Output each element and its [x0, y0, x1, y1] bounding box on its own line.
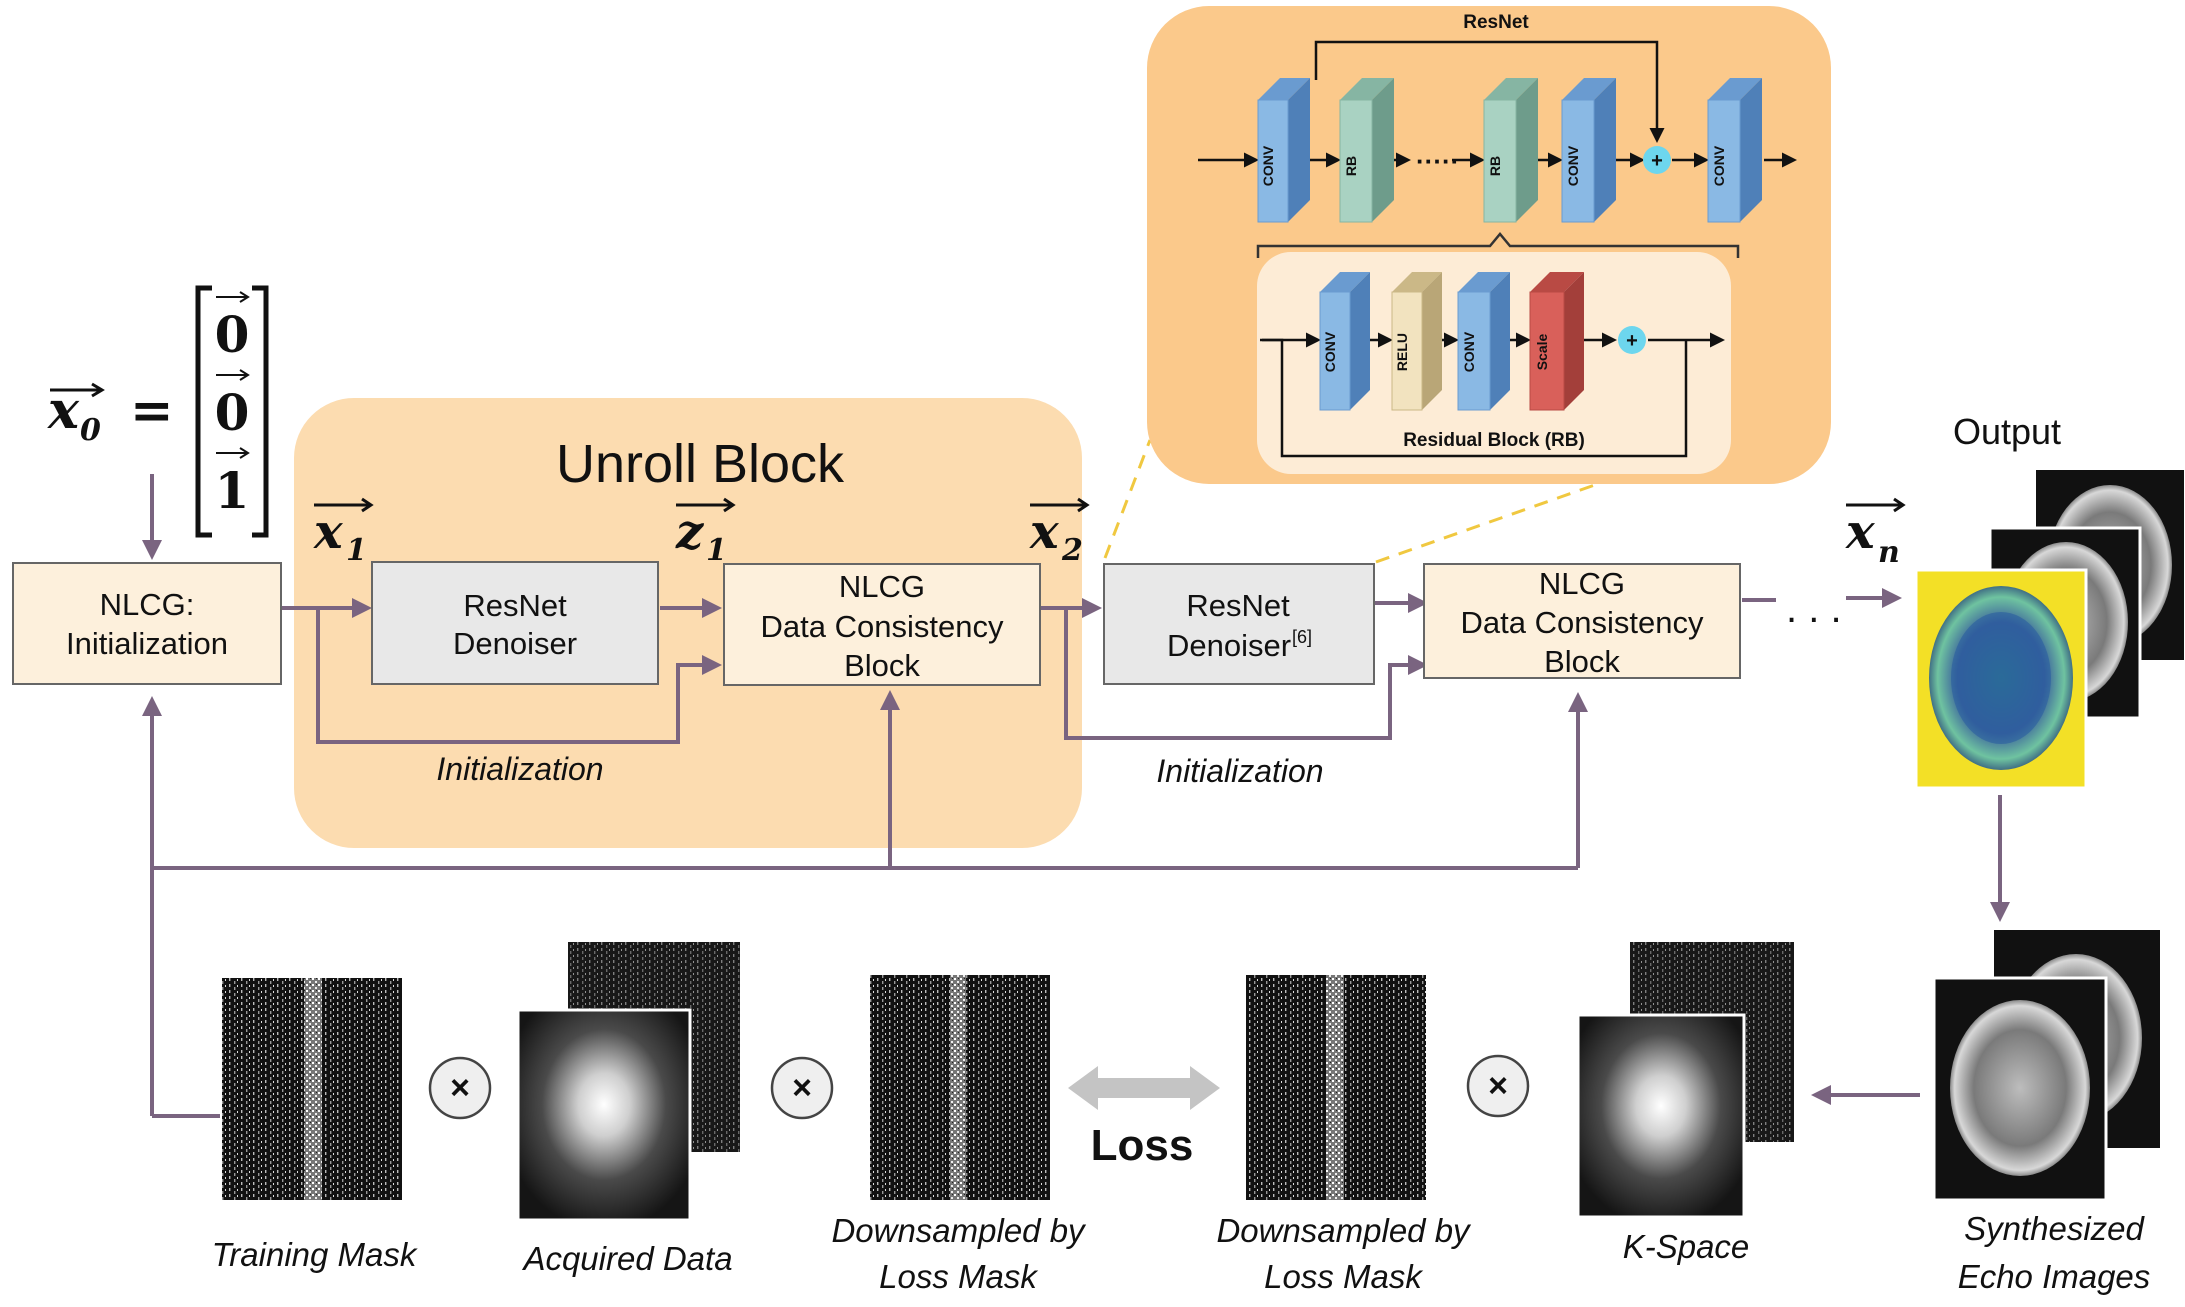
caption-training-mask: Training Mask — [212, 1236, 418, 1273]
z1-symbol: z — [675, 504, 705, 560]
x2-subscript: 2 — [1061, 533, 1083, 568]
z1-subscript: 1 — [706, 533, 727, 568]
residual-layer-label-4: Scale — [1534, 333, 1550, 370]
synthesized-echo-images — [1932, 930, 2160, 1202]
residual-plus-node: + — [1618, 326, 1646, 354]
resnet-layer-rb-2: RB — [1483, 78, 1538, 223]
resnet-layer-rb-1: RB — [1339, 78, 1394, 223]
residual-layer-conv-2: CONV — [1457, 272, 1510, 411]
data-consistency-block-1: NLCG Data Consistency Block — [723, 563, 1041, 686]
dc1-line1: NLCG — [839, 569, 925, 604]
caption-synthesized-line2: Echo Images — [1958, 1258, 2151, 1295]
times-op-1: × — [428, 1056, 492, 1120]
resnet1-line2: Denoiser — [453, 626, 577, 661]
loss-label: Loss — [1091, 1121, 1194, 1170]
dc2-line3: Block — [1544, 644, 1620, 679]
var-x1: x 1 — [313, 497, 374, 568]
unroll-block-title: Unroll Block — [556, 434, 845, 494]
times-symbol-1: × — [450, 1069, 470, 1107]
resnet-detail-panel: ResNet ····· CONV RB — [1147, 6, 1831, 484]
resnet-plus-symbol: + — [1651, 150, 1663, 172]
dc1-line2: Data Consistency — [761, 609, 1004, 644]
residual-layer-label-1: CONV — [1322, 331, 1338, 372]
residual-block-title: Residual Block (RB) — [1403, 430, 1585, 451]
data-consistency-block-2: NLCG Data Consistency Block — [1423, 563, 1741, 679]
resnet-layer-label-5: CONV — [1711, 145, 1727, 186]
caption-synthesized-line1: Synthesized — [1964, 1210, 2145, 1247]
times-symbol-2: × — [792, 1069, 812, 1107]
x1-symbol: x — [313, 504, 344, 560]
var-z1: z 1 — [675, 497, 736, 568]
resnet1-line1: ResNet — [463, 588, 567, 623]
xn-subscript: n — [1878, 535, 1900, 570]
resnet-layer-label-2: RB — [1343, 156, 1359, 176]
resnet-layer-conv-1: CONV — [1257, 78, 1310, 223]
x0-symbol: x — [47, 380, 80, 441]
resnet2-line1: ResNet — [1186, 588, 1290, 623]
caption-kspace: K-Space — [1623, 1228, 1750, 1265]
residual-layer-label-2: RELU — [1394, 333, 1410, 371]
resnet-denoiser-2: ResNet Denoiser [6] — [1103, 563, 1375, 685]
residual-layer-relu: RELU — [1391, 272, 1442, 411]
initial-vector-equation: x 0 = 0 0 1 — [47, 285, 269, 538]
resnet-plus-node: + — [1643, 146, 1671, 174]
nlcg-init-box: NLCG: Initialization — [12, 562, 282, 685]
unroll-block-bg — [294, 398, 1082, 848]
caption-downsampled-1-line2: Loss Mask — [879, 1258, 1038, 1295]
residual-brace — [1256, 232, 1740, 258]
resnet2-citation: [6] — [1292, 627, 1312, 647]
initialization-label-1: Initialization — [436, 751, 603, 787]
dc1-line3: Block — [844, 648, 920, 683]
kspace-image — [1576, 942, 1794, 1219]
output-label: Output — [1953, 411, 2061, 452]
output-image-stack — [1914, 470, 2184, 790]
times-symbol-3: × — [1488, 1067, 1508, 1105]
residual-layer-conv-1: CONV — [1319, 272, 1370, 411]
times-op-2: × — [770, 1056, 834, 1120]
resnet-denoiser-1: ResNet Denoiser — [371, 561, 659, 685]
residual-plus-symbol: + — [1626, 330, 1638, 352]
var-x2: x 2 — [1029, 497, 1090, 568]
resnet-dots: ····· — [1416, 146, 1459, 176]
caption-downsampled-2-line1: Downsampled by — [1216, 1212, 1472, 1249]
caption-acquired-data: Acquired Data — [521, 1240, 732, 1277]
nlcg-init-line2: Initialization — [66, 626, 228, 661]
x1-subscript: 1 — [346, 533, 367, 568]
resnet-layer-conv-2: CONV — [1561, 78, 1616, 223]
var-xn: x n — [1845, 497, 1906, 570]
dc2-line1: NLCG — [1539, 566, 1625, 601]
zoom-line-left — [1103, 439, 1152, 559]
training-mask-image — [222, 978, 402, 1200]
resnet-layer-label-3: RB — [1487, 156, 1503, 176]
resnet2-line2: Denoiser — [1167, 628, 1291, 663]
downsampled-image-1 — [870, 975, 1050, 1200]
dc2-line2: Data Consistency — [1461, 605, 1704, 640]
caption-downsampled-1-line1: Downsampled by — [831, 1212, 1087, 1249]
vector-entry-2: 0 — [215, 383, 250, 442]
xn-symbol: x — [1845, 504, 1876, 560]
resnet-layer-label-4: CONV — [1565, 145, 1581, 186]
x2-symbol: x — [1029, 504, 1060, 560]
downsampled-image-2 — [1246, 975, 1426, 1200]
acquired-data-image — [516, 942, 740, 1222]
residual-layer-scale: Scale — [1529, 272, 1584, 411]
initialization-label-2: Initialization — [1156, 753, 1323, 789]
x0-subscript: 0 — [80, 413, 101, 448]
times-op-3: × — [1466, 1054, 1530, 1118]
vector-entry-3: 1 — [215, 461, 250, 520]
residual-layer-label-3: CONV — [1461, 331, 1477, 372]
vector-entry-1: 0 — [215, 305, 250, 364]
caption-downsampled-2-line2: Loss Mask — [1264, 1258, 1423, 1295]
ellipsis: . . . — [1786, 587, 1842, 631]
nlcg-init-line1: NLCG: — [100, 587, 195, 622]
equals-sign: = — [130, 380, 174, 441]
connector-lines — [142, 474, 2010, 1118]
resnet-layer-conv-3: CONV — [1707, 78, 1762, 223]
resnet-detail-title: ResNet — [1463, 12, 1529, 33]
loss-arrow — [1068, 1066, 1220, 1110]
resnet-layer-label-1: CONV — [1260, 145, 1276, 186]
